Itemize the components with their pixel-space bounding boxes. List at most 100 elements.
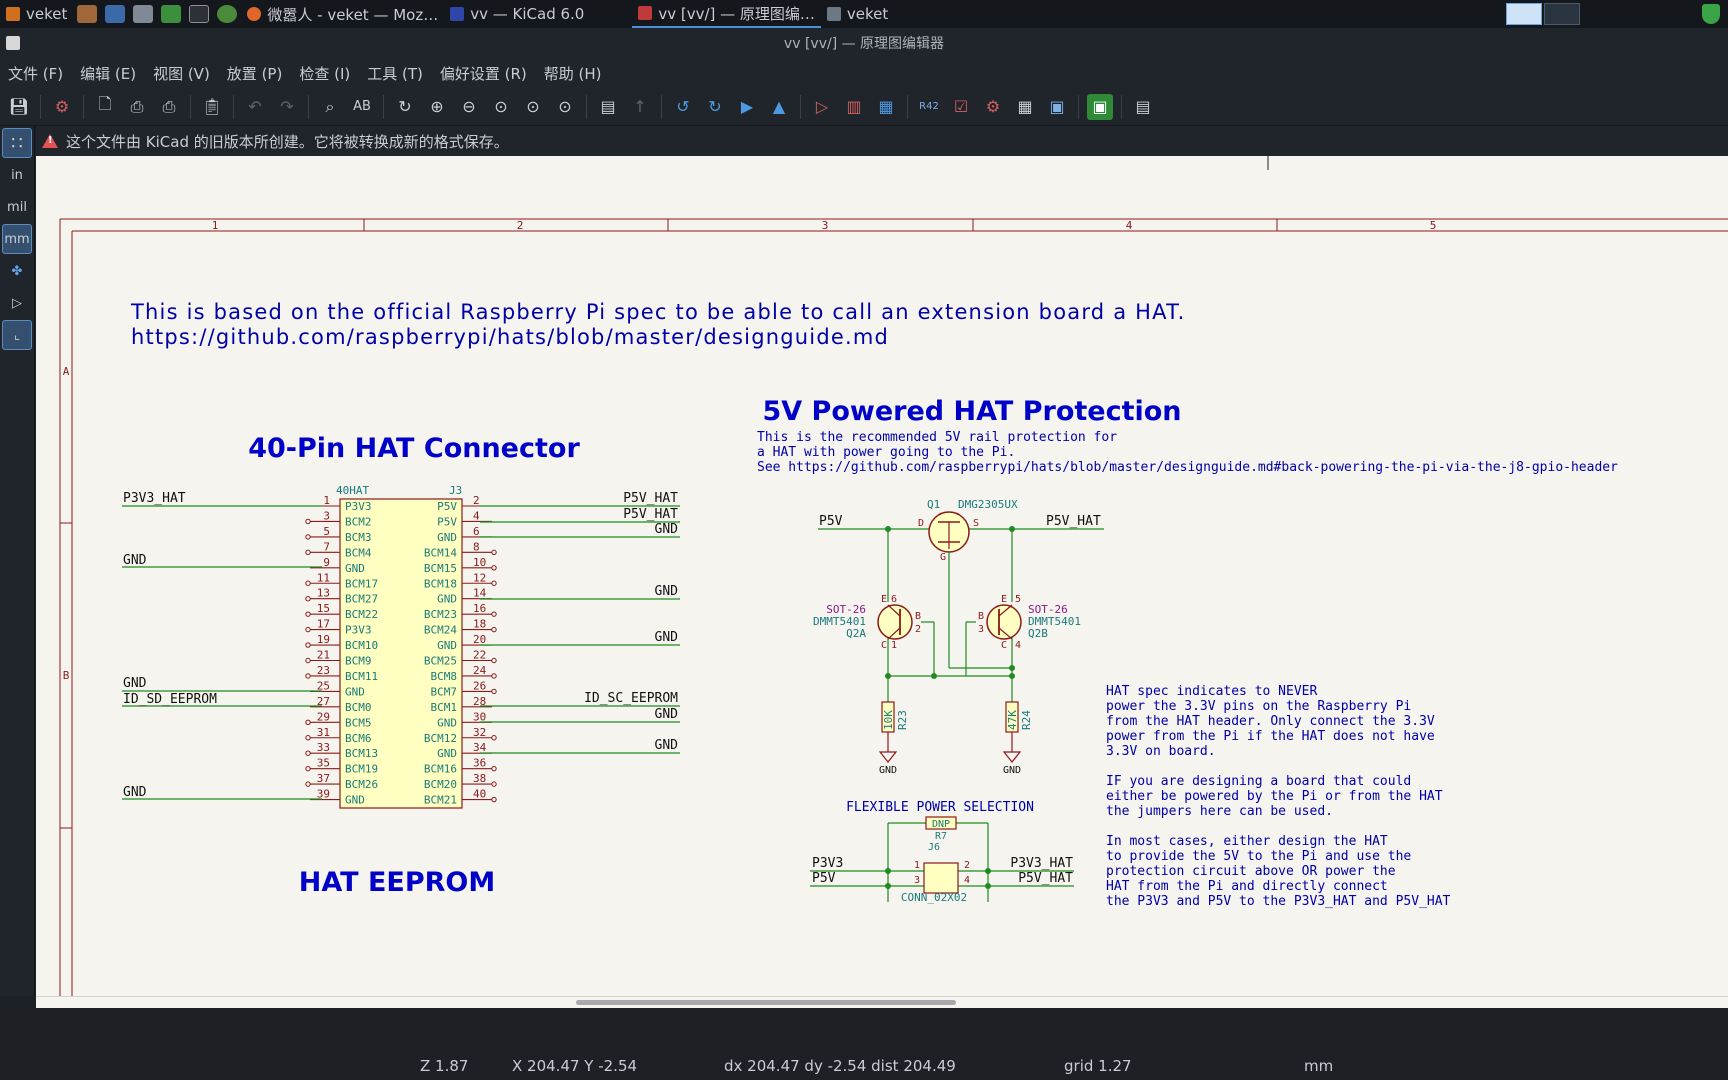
task-kicad[interactable]: vv — KiCad 6.0 — [444, 0, 590, 28]
pin-number: 40 — [473, 788, 486, 801]
symbol-editor-icon[interactable]: ▷ — [815, 97, 829, 116]
find-icon[interactable]: ⌕ — [325, 96, 335, 116]
globe-app-icon[interactable] — [217, 5, 238, 23]
toolbar-separator — [190, 94, 191, 119]
tools-app-icon[interactable] — [77, 5, 98, 23]
task-schematic-editor[interactable]: vv [vv/] — 原理图编… — [632, 0, 821, 28]
launcher-button[interactable]: veket — [0, 0, 73, 28]
horizontal-scrollbar[interactable] — [36, 996, 1728, 1008]
q2b-part: DMMT5401 — [1028, 615, 1081, 628]
j6-pin-2: 2 — [964, 860, 970, 871]
jumper-j6[interactable]: J6 1 3 2 4 CONN_02X02 — [810, 823, 1074, 904]
task-firefox[interactable]: 微嚣人 - veket — Moz… — [241, 0, 444, 28]
grid-toggle-icon[interactable]: ∷ — [2, 128, 32, 158]
settings-app-icon[interactable] — [133, 5, 154, 23]
units-inch-button[interactable]: in — [11, 167, 23, 183]
pin-number: 18 — [473, 618, 486, 631]
net-label: P3V3 — [812, 856, 843, 871]
monitor-app-icon[interactable] — [105, 5, 126, 23]
pin-name: BCM9 — [345, 655, 372, 668]
mirror-vertical-icon[interactable]: ▶ — [740, 97, 754, 116]
menu-place[interactable]: 放置 (P) — [226, 64, 283, 83]
pin-number: 22 — [473, 649, 486, 662]
terminal-app-icon[interactable] — [189, 5, 210, 23]
redo-icon[interactable]: ↷ — [280, 97, 294, 116]
zoom-selection-icon[interactable]: ⊙ — [558, 97, 572, 116]
undo-icon[interactable]: ↶ — [248, 97, 262, 116]
resistor-r7[interactable]: DNP R7 — [888, 816, 988, 842]
rotate-ccw-icon[interactable]: ↺ — [676, 97, 690, 116]
info-bar: 这个文件由 KiCad 的旧版本所创建。它将被转换成新的格式保存。 — [36, 126, 1728, 156]
pin-number: 21 — [317, 649, 330, 662]
shield-icon[interactable] — [1702, 4, 1720, 24]
menu-edit[interactable]: 编辑 (E) — [80, 64, 137, 83]
zoom-objects-icon[interactable]: ⊙ — [526, 97, 540, 116]
symbol-fields-table-icon[interactable]: ▦ — [1017, 97, 1033, 116]
transistor-q2b[interactable]: SOT-26 DMMT5401 Q2B B 3 5 4 E C — [978, 594, 1081, 651]
task-file-manager[interactable]: veket — [821, 0, 894, 28]
window-title: vv [vv/] — 原理图编辑器 — [783, 36, 945, 52]
hat-note-line: HAT spec indicates to NEVER — [1106, 684, 1317, 699]
resistor-r24[interactable]: 47K R24 GND — [1002, 701, 1033, 776]
resistor-r23[interactable]: 10K R23 GND — [878, 701, 909, 776]
schematic-canvas[interactable]: 1 2 3 4 5 A B This is based on the offic… — [36, 156, 1728, 996]
firefox-icon — [247, 7, 262, 21]
units-mm-button[interactable]: mm — [2, 224, 32, 254]
pcb-editor-icon[interactable]: ▣ — [1087, 93, 1113, 120]
annotate-refs-icon[interactable]: R42 — [919, 101, 939, 112]
paste-icon[interactable]: 📋︎ — [201, 97, 223, 116]
pin-number: 25 — [317, 679, 330, 692]
folder-icon — [826, 7, 841, 21]
symbol-browser-icon[interactable]: ▥ — [846, 97, 862, 116]
hat-note-line: either be powered by the Pi or from the … — [1106, 789, 1443, 804]
assign-footprints-icon[interactable]: ⚙ — [985, 97, 1001, 116]
plot-icon[interactable]: ⎙ — [162, 96, 176, 116]
mosfet-q1[interactable]: Q1 DMG2305UX D S G — [818, 498, 1104, 563]
transistor-q2a[interactable]: SOT-26 DMMT5401 Q2A B 2 6 1 E C — [813, 594, 921, 651]
leave-sheet-icon[interactable]: ↑ — [633, 97, 647, 116]
unconnected-pin-marker — [305, 781, 311, 787]
hidden-pins-icon[interactable]: ▷ — [12, 295, 22, 311]
menu-view[interactable]: 视图 (V) — [153, 64, 210, 83]
menu-help[interactable]: 帮助 (H) — [543, 64, 602, 83]
play-app-icon[interactable] — [161, 5, 182, 23]
workspace-2[interactable] — [1544, 3, 1580, 25]
q2a-pin-e: E — [881, 594, 887, 605]
erc-icon[interactable]: ☑ — [953, 97, 969, 116]
row-label: A — [63, 365, 70, 378]
scrollbar-thumb[interactable] — [576, 1000, 956, 1005]
scripting-console-icon[interactable]: ▤ — [1135, 97, 1151, 116]
line-mode-icon[interactable]: ⌞ — [2, 320, 32, 350]
r7-value: DNP — [932, 819, 950, 830]
zoom-in-icon[interactable]: ⊕ — [430, 97, 444, 116]
save-icon[interactable]: 💾︎ — [8, 97, 30, 116]
annotate-icon[interactable]: ▦ — [878, 97, 894, 116]
find-replace-icon[interactable]: AB — [353, 99, 371, 114]
units-mil-button[interactable]: mil — [7, 199, 27, 215]
zoom-out-icon[interactable]: ⊖ — [462, 97, 476, 116]
pin-name: BCM18 — [424, 577, 457, 590]
pin-number: 24 — [473, 664, 487, 677]
bom-icon[interactable]: ▣ — [1049, 97, 1065, 116]
rotate-cw-icon[interactable]: ↻ — [708, 97, 722, 116]
window-menu-icon[interactable] — [6, 36, 20, 50]
r23-value: 10K — [882, 710, 895, 730]
menu-preferences[interactable]: 偏好设置 (R) — [439, 64, 527, 83]
hat-note-line: power from the Pi if the HAT does not ha… — [1106, 729, 1435, 744]
zoom-fit-icon[interactable]: ⊙ — [494, 97, 508, 116]
mirror-horizontal-icon[interactable]: ▲ — [772, 97, 786, 116]
refresh-icon[interactable]: ↻ — [398, 97, 412, 116]
page-settings-icon[interactable]: 🗋 — [98, 94, 112, 113]
menu-tools[interactable]: 工具 (T) — [367, 64, 423, 83]
menu-inspect[interactable]: 检查 (I) — [299, 64, 351, 83]
schematic-setup-icon[interactable]: ⚙ — [54, 97, 70, 116]
menu-file[interactable]: 文件 (F) — [8, 64, 64, 83]
unconnected-pin-marker — [305, 596, 311, 602]
pin-name: BCM11 — [345, 670, 378, 683]
print-icon[interactable]: ⎙ — [130, 96, 144, 116]
cursor-style-icon[interactable]: ✤ — [11, 263, 23, 279]
workspace-1[interactable] — [1506, 3, 1542, 25]
unconnected-pin-marker — [305, 611, 311, 617]
hierarchy-navigator-icon[interactable]: ▤ — [600, 97, 616, 116]
